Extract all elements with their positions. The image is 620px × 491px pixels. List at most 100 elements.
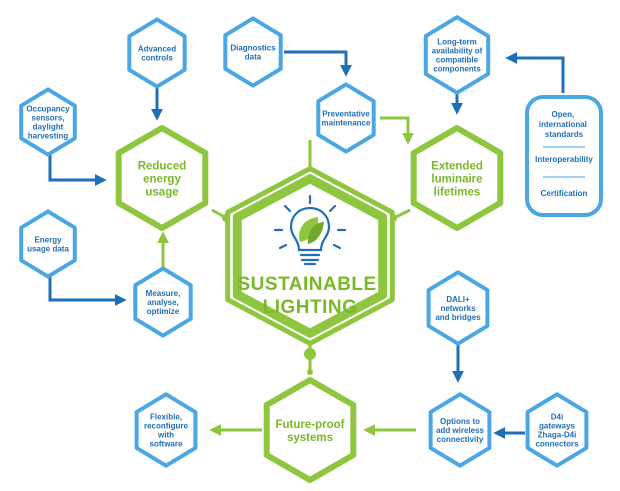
node-label-line: Long-term [437, 38, 477, 47]
standards-line: Open, [552, 110, 575, 119]
hexagon-shape [115, 125, 209, 231]
connector-arrow [284, 50, 352, 77]
hexagon-shape [127, 17, 187, 89]
node-label-line: and bridges [435, 313, 481, 322]
hexagon-shape [133, 266, 193, 338]
node-label-line: daylight [33, 123, 64, 132]
node-label-line: connectivity [437, 435, 484, 444]
hub-label-line: Reduced [138, 161, 187, 173]
node-label-line: software [150, 440, 183, 449]
node-label-line: data [245, 53, 262, 62]
hub-label-line: usage [145, 187, 178, 199]
standards-item-open: Open, international standards [539, 110, 589, 139]
hub-label-line: Extended [431, 161, 483, 173]
node-label-line: networks [440, 304, 476, 313]
connector-arrow [505, 52, 565, 93]
node-label-line: sensors, [32, 114, 65, 123]
hub-label-line: lifetimes [434, 187, 481, 199]
node-label-line: Flexible, [150, 413, 182, 422]
hexagon-shape [134, 392, 198, 468]
node-label-line: Occupancy [26, 105, 70, 114]
node-label-line: connectors [535, 440, 579, 449]
node-measure-analyze: Measure,analyse,optimize [133, 266, 193, 338]
node-label-line: Zhaga-D4i [538, 431, 577, 440]
standards-line: Certification [541, 189, 588, 198]
node-label-line: Measure, [146, 289, 181, 298]
standards-item-interoperability: Interoperability [535, 155, 593, 164]
standards-line: Interoperability [535, 155, 593, 164]
hexagon-shape [263, 377, 357, 483]
node-label-line: components [433, 65, 481, 74]
standards-panel: Open, international standards Interopera… [525, 95, 603, 217]
node-label-line: Advanced [138, 45, 176, 54]
node-label-line: availability of [432, 47, 483, 56]
node-label: Measure,analyse,optimize [146, 289, 181, 316]
node-label-line: Diagnostics [230, 44, 276, 53]
hexagon-shape [316, 82, 376, 154]
hub-label-line: luminaire [431, 174, 482, 186]
center-title-line2: LIGHTING [263, 297, 358, 318]
node-label-line: Energy [34, 236, 62, 245]
hub-label-line: energy [143, 174, 181, 186]
node-label-line: reconfigure [144, 422, 189, 431]
node-label-line: with [157, 431, 174, 440]
hub-label-line: Future-proof [276, 419, 345, 431]
connector-arrow [48, 276, 127, 306]
node-label-line: analyse, [147, 298, 179, 307]
hexagon-shape [525, 392, 589, 468]
node-label-line: maintenance [322, 119, 371, 128]
hexagon-shape [410, 125, 504, 231]
node-label-line: DALI+ [446, 295, 470, 304]
hexagon-shape [428, 392, 492, 468]
node-label-line: Options to [440, 417, 480, 426]
hexagon-shape [426, 270, 490, 346]
hexagon-shape [19, 87, 77, 157]
hexagon-shape [19, 209, 77, 279]
connector-arrow [48, 150, 107, 186]
hexagon-shape [223, 16, 283, 88]
node-label-line: harvesting [28, 132, 69, 141]
standards-line: standards [545, 130, 584, 139]
lightbulb-leaf-icon [273, 194, 347, 266]
center-title-line1: SUSTAINABLE [238, 274, 377, 295]
standards-line: international [539, 120, 587, 129]
hexagon-shape [423, 15, 491, 95]
node-label-line: Preventative [322, 110, 370, 119]
standards-item-certification: Certification [541, 189, 588, 198]
node-label-line: gateways [539, 422, 576, 431]
node-label-line: usage data [27, 245, 69, 254]
connector-arrow [380, 116, 414, 145]
center-title: SUSTAINABLE LIGHTING [238, 274, 383, 318]
node-label-line: controls [141, 54, 173, 63]
node-label-line: compatible [436, 56, 479, 65]
connector-dot [304, 348, 316, 360]
hub-label-line: systems [287, 432, 333, 444]
node-label-line: optimize [147, 307, 180, 316]
connector-dot [307, 369, 313, 375]
